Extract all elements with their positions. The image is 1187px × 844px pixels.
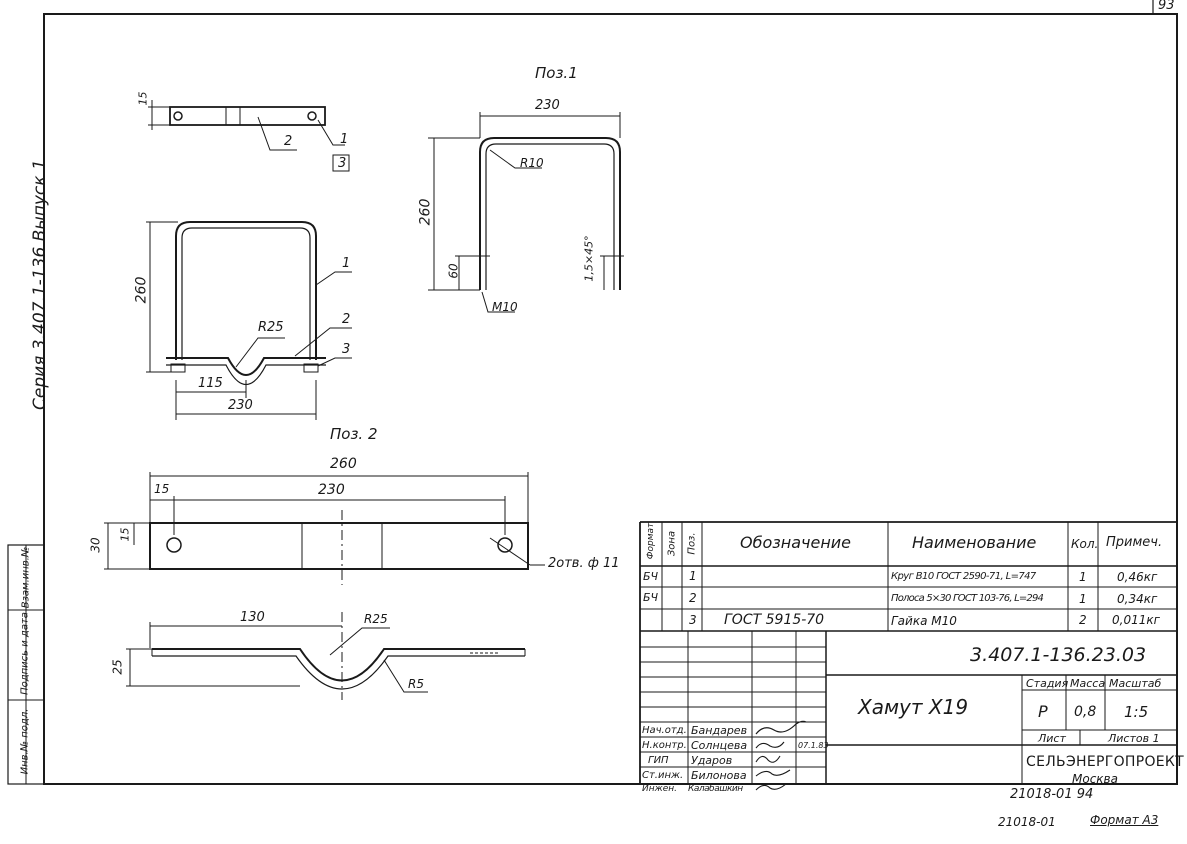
signer-name-5: Калабашкин — [688, 784, 743, 794]
dim-r25-pos2: R25 — [364, 612, 388, 626]
spec-row2-name: Полоса 5×30 ГОСТ 103-76, L=294 — [891, 593, 1044, 604]
scale-label: Масштаб — [1109, 677, 1162, 690]
sheet-frame — [43, 13, 1178, 785]
assembly-view — [146, 221, 352, 420]
spec-header-format: Формат — [646, 522, 656, 560]
pos2-title: Поз. 2 — [330, 425, 378, 443]
dim-r10: R10 — [520, 156, 544, 170]
sheet-label: Лист — [1038, 732, 1066, 745]
dim-230-pos2: 230 — [318, 482, 345, 498]
sheet-number: 93 — [1158, 0, 1175, 13]
dim-60: 60 — [446, 263, 461, 279]
callout-2-top: 2 — [284, 134, 293, 149]
signer-role-2: Н.контр. — [642, 740, 687, 751]
dim-m10: M10 — [492, 300, 518, 314]
signer-role-5: Инжен. — [642, 784, 678, 794]
spec-header-zone: Зона — [666, 530, 678, 557]
footer-inv2: 21018-01 — [998, 815, 1056, 829]
signer-name-2: Солнцева — [691, 739, 748, 752]
side-stamp-repl: Взам.инв.№ — [20, 546, 32, 609]
dim-260-pos2: 260 — [330, 456, 357, 472]
dim-115: 115 — [198, 376, 223, 391]
pos1-view — [428, 112, 624, 313]
stage-value: Р — [1038, 702, 1048, 721]
signer-name-4: Билонова — [691, 769, 747, 782]
callout-3-assembly: 3 — [342, 342, 351, 357]
footer-inv1: 21018-01 94 — [1010, 787, 1094, 802]
spec-row2-qty: 1 — [1079, 592, 1087, 606]
callout-1-top: 1 — [340, 132, 349, 147]
pos2-profile-view — [126, 612, 526, 700]
stage-label: Стадия — [1026, 677, 1069, 690]
dim-30: 30 — [88, 537, 103, 553]
mass-label: Масса — [1070, 677, 1106, 690]
dim-15-pos2: 15 — [154, 482, 170, 496]
spec-row1-note: 0,46кг — [1117, 570, 1158, 584]
signer-role-1: Нач.отд. — [642, 725, 687, 736]
pos2-plan-view — [104, 472, 545, 585]
spec-row1-qty: 1 — [1079, 570, 1087, 584]
dim-r5: R5 — [408, 677, 424, 691]
spec-row3-note: 0,011кг — [1112, 613, 1160, 627]
spec-row2-format: БЧ — [643, 591, 659, 604]
doc-code: 3.407.1-136.23.03 — [970, 644, 1147, 666]
sign-date: 07.1.83 — [798, 741, 829, 750]
spec-header-qty: Кол. — [1071, 537, 1099, 551]
series-label: Серия 3.407.1-136 Выпуск 1 — [30, 159, 50, 410]
dim-260-assembly: 260 — [133, 276, 150, 304]
signer-role-4: Ст.инж. — [642, 770, 684, 781]
pos1-title: Поз.1 — [535, 64, 578, 82]
spec-row3-designation: ГОСТ 5915-70 — [724, 612, 825, 628]
mass-value: 0,8 — [1074, 704, 1097, 720]
signer-name-1: Бандарев — [691, 724, 748, 737]
spec-row1-name: Круг В10 ГОСТ 2590-71, L=747 — [891, 571, 1036, 582]
spec-row2-pos: 2 — [689, 591, 697, 605]
spec-header-note: Примеч. — [1106, 535, 1163, 550]
dim-25: 25 — [110, 659, 125, 675]
spec-row1-pos: 1 — [689, 569, 697, 583]
dim-230-pos1: 230 — [535, 98, 560, 113]
dim-chamfer: 1,5×45° — [582, 235, 596, 282]
spec-row3-name: Гайка М10 — [891, 614, 957, 628]
org-city: Москва — [1072, 772, 1118, 786]
spec-row2-note: 0,34кг — [1117, 592, 1158, 606]
dim-130: 130 — [240, 610, 265, 625]
scale-value: 1:5 — [1124, 703, 1149, 721]
spec-table-grid — [639, 521, 1177, 784]
signer-role-3: ГИП — [648, 755, 669, 766]
signer-name-3: Ударов — [691, 754, 733, 767]
sheets-label: Листов 1 — [1108, 732, 1160, 745]
dim-r25-assembly: R25 — [258, 320, 284, 335]
spec-header-pos: Поз. — [686, 532, 698, 555]
dim-holes: 2отв. ф 11 — [548, 556, 620, 571]
dim-260-pos1: 260 — [417, 198, 434, 226]
side-stamp-inv: Инв.№ подл. — [19, 708, 31, 775]
org-name: СЕЛЬЭНЕРГОПРОЕКТ — [1026, 754, 1185, 770]
callout-2-assembly: 2 — [342, 312, 351, 327]
footer-format: Формат А3 — [1090, 813, 1159, 827]
spec-row3-pos: 3 — [689, 613, 697, 627]
callout-3-top: 3 — [338, 156, 347, 171]
spec-header-designation: Обозначение — [740, 533, 852, 552]
spec-header-name: Наименование — [912, 533, 1037, 552]
spec-row3-qty: 2 — [1079, 613, 1087, 627]
dim-230-assembly: 230 — [228, 398, 253, 413]
top-strip-view — [148, 100, 350, 172]
dim-15-top: 15 — [136, 91, 150, 106]
dim-15-side: 15 — [118, 527, 132, 542]
drawing-title: Хамут Х19 — [858, 695, 969, 719]
callout-1-assembly: 1 — [342, 256, 351, 271]
spec-row1-format: БЧ — [643, 570, 659, 583]
